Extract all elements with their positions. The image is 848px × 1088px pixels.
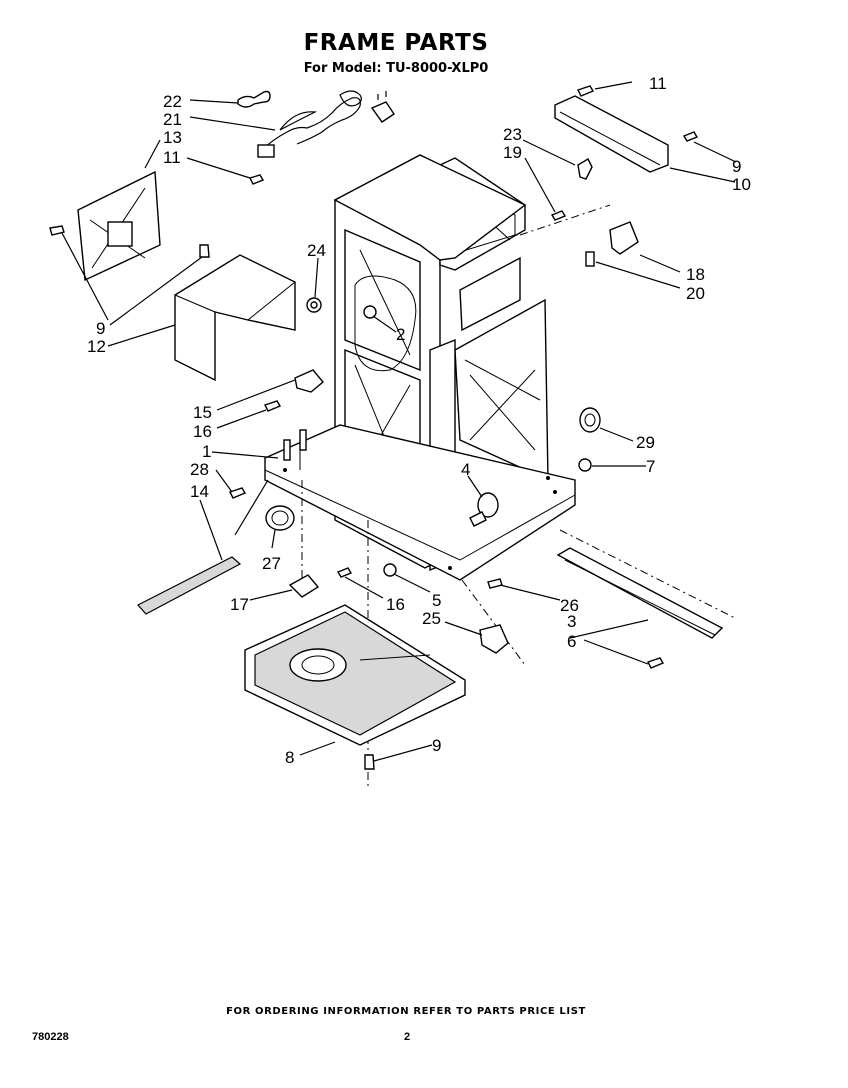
part-26-screw: [487, 578, 503, 589]
document-number: 780228: [32, 1031, 69, 1043]
part-29-grommet: [579, 407, 601, 433]
callout-5: 5: [432, 591, 441, 610]
part-13-bracket-panel: [77, 170, 161, 282]
callout-22: 22: [163, 92, 182, 111]
callout-8: 8: [285, 748, 294, 767]
callout-11-left: 11: [163, 148, 181, 167]
callout-16-lower: 16: [386, 595, 405, 614]
part-19-screw: [550, 210, 567, 221]
callout-17: 17: [230, 595, 249, 614]
part-22-clip: [237, 90, 271, 108]
part-28-screw: [229, 487, 247, 499]
part-4-bearing: [469, 492, 499, 527]
page-number: 2: [404, 1031, 411, 1043]
callout-26: 26: [560, 596, 579, 615]
part-6-screw: [647, 657, 665, 669]
part-24-nut: [306, 297, 322, 313]
callout-23: 23: [503, 125, 522, 144]
leader-lines: [61, 81, 737, 762]
page-title: FRAME PARTS: [303, 30, 489, 56]
part-5-nut: [383, 563, 397, 577]
callout-19: 19: [503, 143, 522, 162]
part-16-screw-upper: [264, 400, 282, 412]
callout-2: 2: [396, 325, 405, 344]
part-7-nut: [578, 458, 592, 472]
part-23-clip: [577, 158, 593, 180]
part-11-screw-right: [577, 85, 595, 97]
part-21-power-cord: [257, 90, 395, 158]
part-3-rail: [556, 547, 724, 639]
callout-29: 29: [636, 433, 655, 452]
part-12-cover: [174, 254, 296, 382]
callout-15: 15: [193, 403, 212, 422]
part-9-screw-right: [682, 131, 699, 142]
model-subtitle: For Model: TU-8000-XLP0: [303, 61, 489, 76]
callout-11-right: 11: [649, 74, 667, 93]
callout-18: 18: [686, 265, 705, 284]
callout-16-upper: 16: [193, 422, 212, 441]
callout-24: 24: [307, 241, 326, 260]
part-2-grommet: [363, 305, 377, 319]
callout-9-right: 9: [732, 157, 741, 176]
part-17-switch: [288, 574, 320, 598]
part-11-screw-left: [249, 174, 265, 185]
part-18-latch: [609, 221, 639, 255]
part-25-bracket: [479, 624, 509, 654]
callout-4: 4: [461, 460, 470, 479]
part-27-motor-mount: [265, 505, 295, 531]
callout-25: 25: [422, 609, 441, 628]
part-9-screw-cover: [199, 244, 210, 258]
callout-27: 27: [262, 554, 281, 573]
callout-labels: 22 21 13 11 11 23 19 9 10 24 18 20 9 12 …: [87, 74, 751, 767]
callout-1: 1: [202, 442, 211, 461]
callout-7: 7: [646, 457, 655, 476]
part-9-screw-bottom: [364, 754, 375, 770]
assembly-axis-lines: [301, 204, 736, 790]
callout-28: 28: [190, 460, 209, 479]
part-16-screw-lower: [336, 567, 353, 578]
part-15-switch: [294, 369, 324, 393]
part-9-screw-left: [49, 225, 65, 236]
callout-14: 14: [190, 482, 209, 501]
callout-9-left: 9: [96, 319, 105, 338]
part-8-base-pan: [244, 604, 466, 746]
callout-20: 20: [686, 284, 705, 303]
callout-10: 10: [732, 175, 751, 194]
ordering-note: FOR ORDERING INFORMATION REFER TO PARTS …: [226, 1006, 586, 1017]
part-10-top-rail: [554, 95, 669, 173]
callout-13: 13: [163, 128, 182, 147]
callout-6: 6: [567, 632, 576, 651]
callout-12: 12: [87, 337, 106, 356]
callout-9-bottom: 9: [432, 736, 441, 755]
part-20-spacer: [585, 251, 595, 267]
callout-21: 21: [163, 110, 182, 129]
cabinet-frame: [264, 154, 576, 581]
part-14-filter-strip: [137, 556, 242, 615]
callout-3: 3: [567, 612, 576, 631]
